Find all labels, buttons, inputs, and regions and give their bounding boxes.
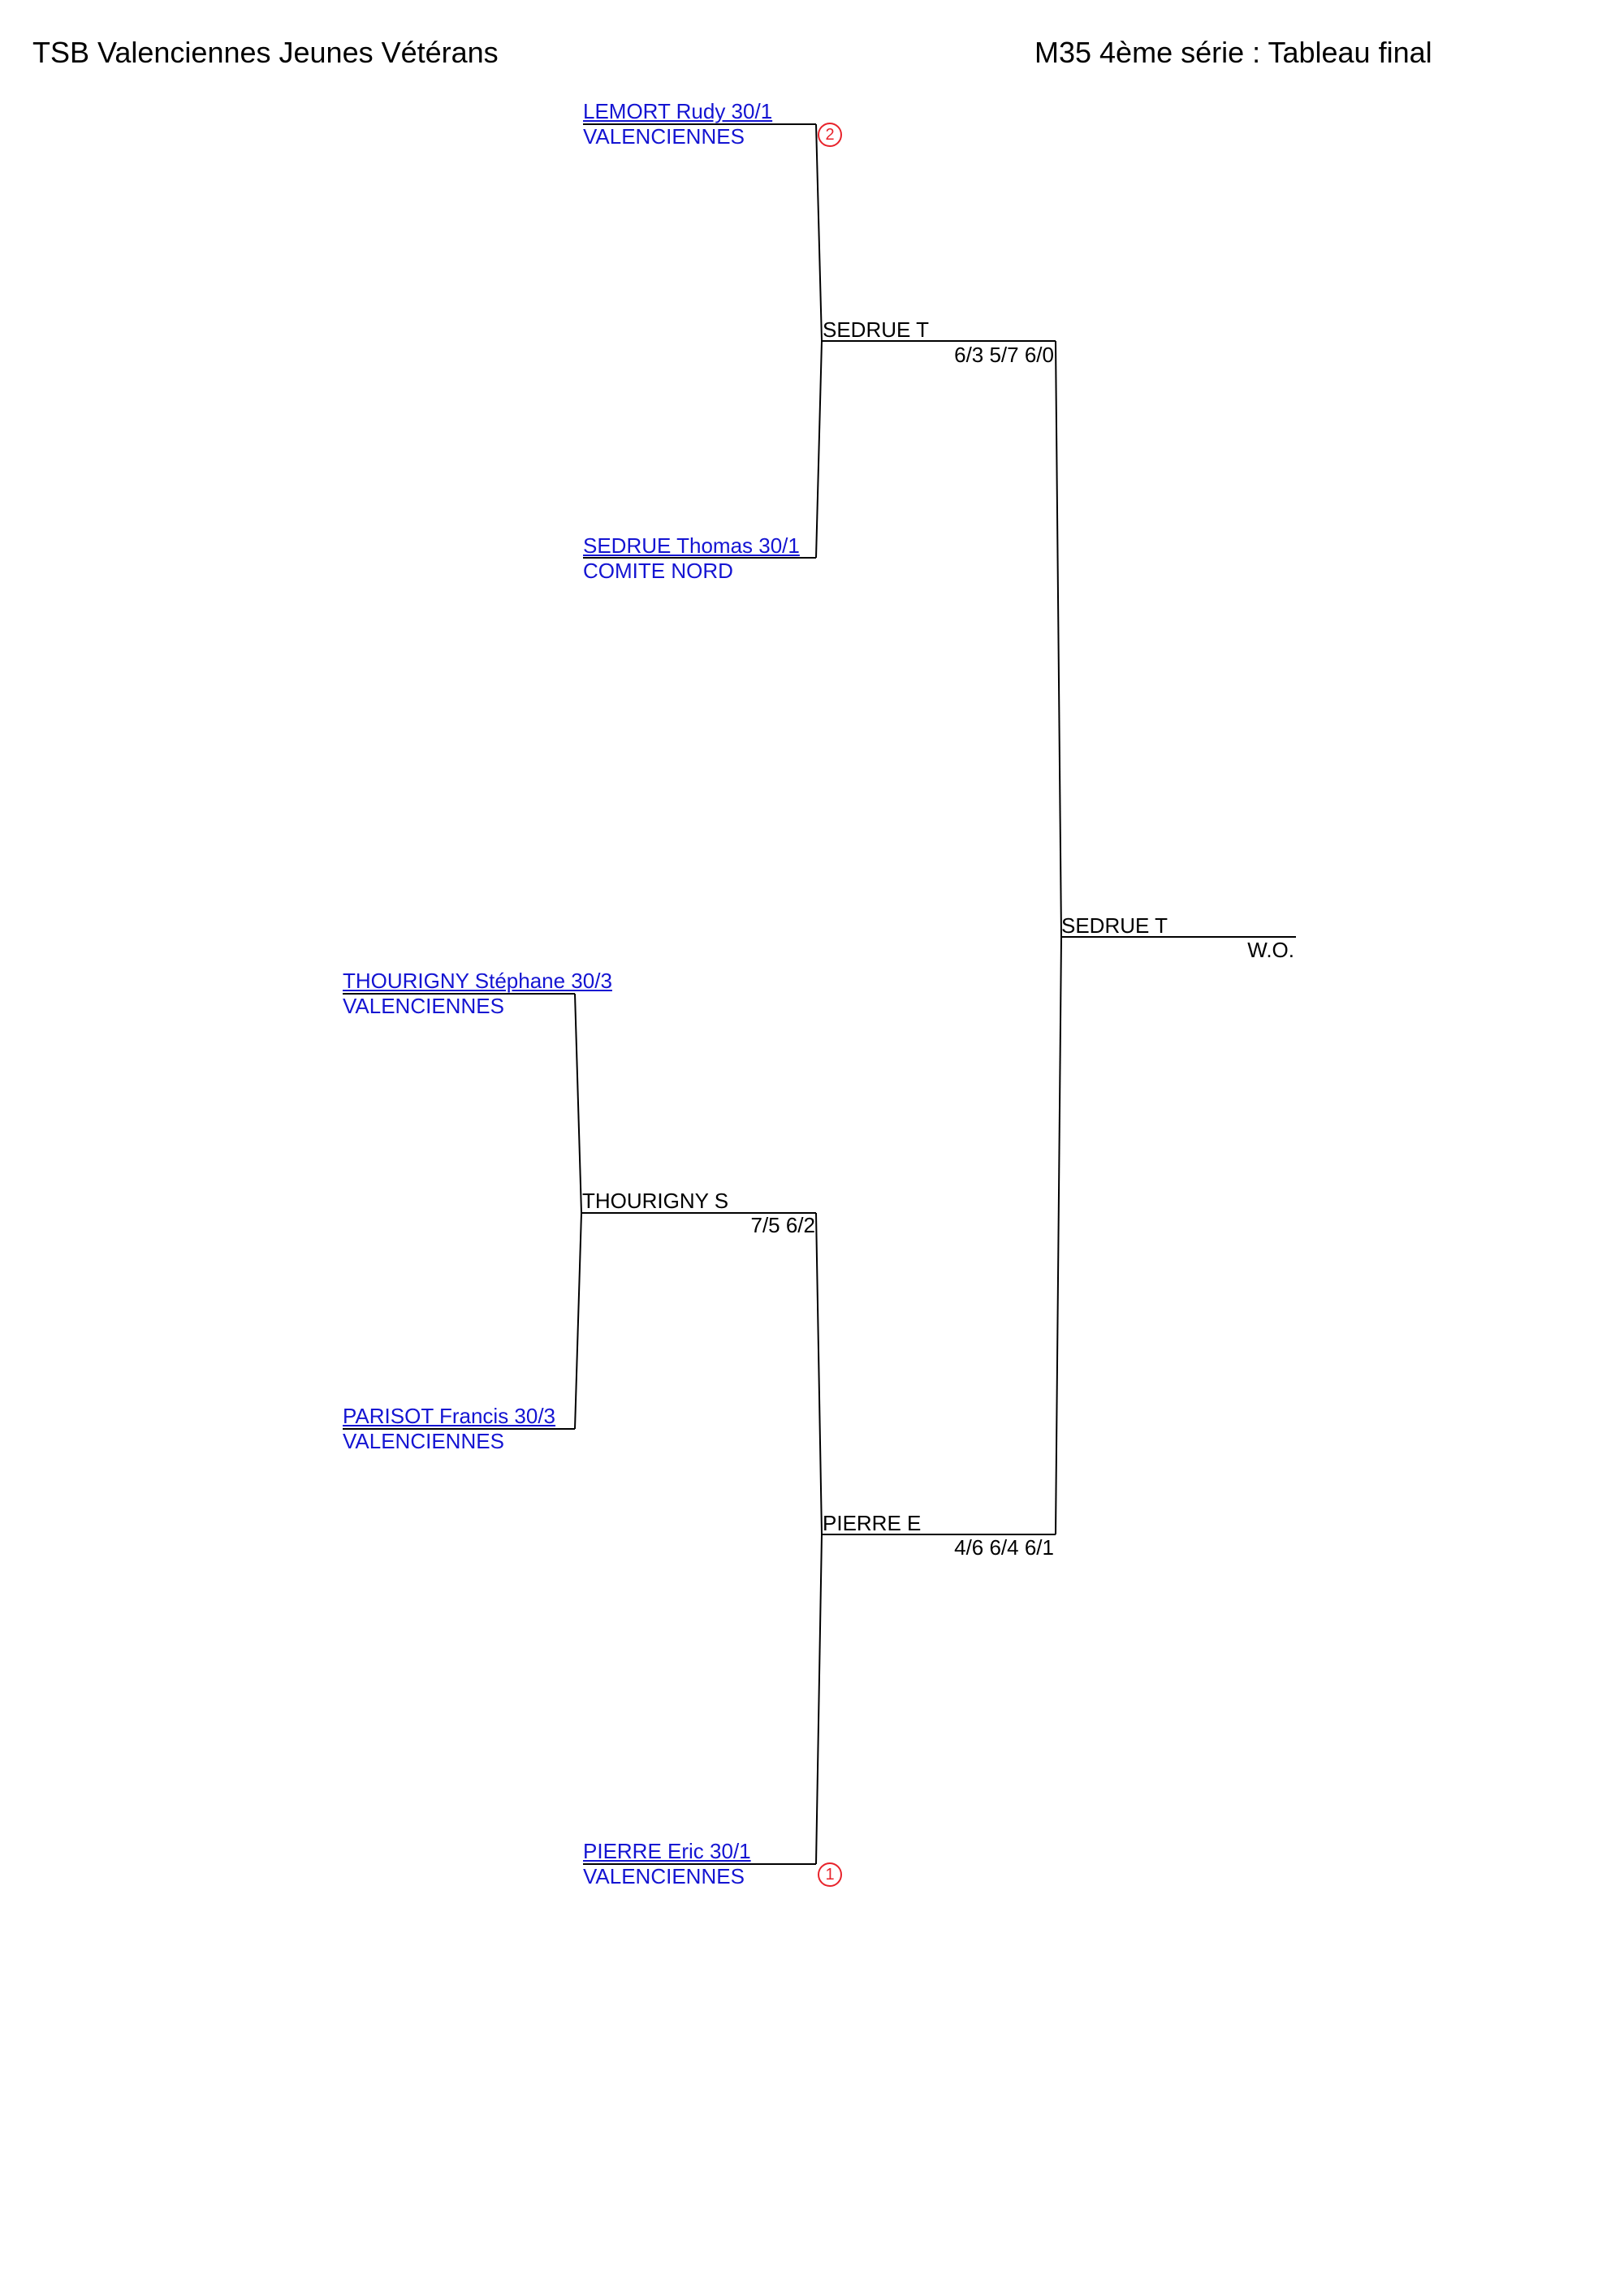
line-final-top-vertical (1055, 340, 1062, 938)
line-parisot-vertical (574, 1212, 582, 1430)
match-score: 6/3 5/7 6/0 (954, 343, 1054, 367)
player-club: VALENCIENNES (583, 1864, 745, 1888)
seed-badge: 2 (818, 123, 842, 147)
match-winner: PIERRE E (823, 1511, 922, 1535)
final-winner: SEDRUE T (1061, 913, 1168, 938)
player-club: VALENCIENNES (343, 1429, 504, 1453)
line-lemort-sedrue-thomas-vertical (815, 123, 823, 342)
player-club: VALENCIENNES (583, 124, 745, 149)
player-name-link[interactable]: PIERRE Eric 30/1 (583, 1839, 751, 1863)
line-sedrue-thomas-vertical (815, 340, 823, 559)
player-name-link[interactable]: LEMORT Rudy 30/1 (583, 99, 773, 123)
player-lemort: LEMORT Rudy 30/1 VALENCIENNES (583, 99, 772, 149)
line-match2-vertical (815, 1212, 823, 1535)
tournament-title: TSB Valenciennes Jeunes Vétérans (32, 36, 499, 69)
player-name-link[interactable]: THOURIGNY Stéphane 30/3 (343, 969, 612, 993)
player-pierre: PIERRE Eric 30/1 VALENCIENNES (583, 1839, 751, 1889)
player-name-link[interactable]: PARISOT Francis 30/3 (343, 1404, 556, 1428)
player-name-link[interactable]: SEDRUE Thomas 30/1 (583, 533, 800, 558)
player-club: COMITE NORD (583, 559, 733, 583)
player-parisot: PARISOT Francis 30/3 VALENCIENNES (343, 1404, 555, 1454)
event-title: M35 4ème série : Tableau final (1034, 36, 1432, 69)
final-score: W.O. (1247, 938, 1294, 962)
line-final-bottom-vertical (1055, 936, 1062, 1535)
match-score: 7/5 6/2 (750, 1213, 815, 1237)
match-winner: THOURIGNY S (582, 1189, 729, 1213)
line-thourigny-vertical (574, 993, 582, 1214)
match-score: 4/6 6/4 6/1 (954, 1535, 1054, 1560)
player-thourigny: THOURIGNY Stéphane 30/3 VALENCIENNES (343, 969, 612, 1019)
line-pierre-vertical (815, 1534, 823, 1865)
match-winner: SEDRUE T (823, 317, 929, 342)
player-sedrue-thomas: SEDRUE Thomas 30/1 COMITE NORD (583, 533, 800, 584)
seed-badge: 1 (818, 1862, 842, 1887)
player-club: VALENCIENNES (343, 994, 504, 1018)
